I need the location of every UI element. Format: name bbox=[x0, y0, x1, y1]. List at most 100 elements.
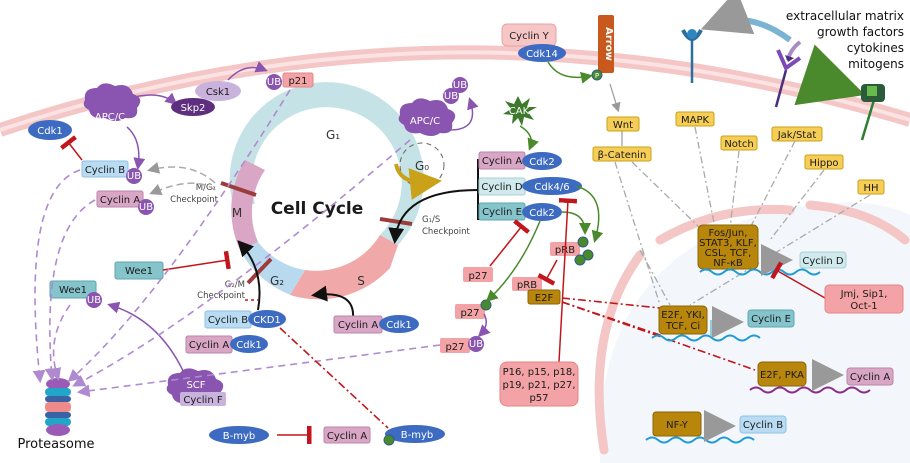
g0-exit-arrow bbox=[394, 163, 442, 200]
phase-m-arc bbox=[231, 160, 265, 250]
notch-label: Notch bbox=[724, 139, 753, 150]
hh-label: HH bbox=[863, 183, 878, 194]
phase-g2-label: G₂ bbox=[270, 274, 284, 288]
e2f-label: E2F bbox=[535, 293, 554, 304]
repressor-label-0: Jmj, Sip1, bbox=[840, 289, 888, 300]
mapk-label: MAPK bbox=[681, 115, 709, 126]
svg-text:UB: UB bbox=[453, 80, 467, 91]
repressor-label-1: Oct-1 bbox=[850, 301, 877, 312]
cki-label-2: p57 bbox=[529, 393, 548, 404]
cdk14-label: Cdk14 bbox=[526, 49, 558, 60]
arrow-phospho-label: P bbox=[595, 72, 599, 80]
cyclin-y-label: Cyclin Y bbox=[509, 31, 549, 42]
cdk14-ellipse bbox=[518, 44, 566, 62]
signal-arrow-blue bbox=[700, 0, 792, 43]
svg-text:UB: UB bbox=[127, 171, 141, 182]
jak-stat-label: Jak/Stat bbox=[777, 130, 817, 141]
prb-label: pRB bbox=[517, 280, 537, 291]
cell-cycle-title: Cell Cycle bbox=[271, 199, 364, 219]
wnt-label: Wnt bbox=[613, 120, 633, 131]
extracellular-signals: extracellular matrix growth factors cyto… bbox=[681, 0, 904, 141]
dna-cyclin-d bbox=[699, 268, 821, 276]
g1s-checkpoint-bar bbox=[379, 217, 413, 226]
signaling-pathways: Wnt β-Catenin MAPK Notch Jak/Stat Hippo … bbox=[592, 111, 885, 306]
g1s-checkpoint-label-1: Checkpoint bbox=[422, 227, 470, 237]
cyclin-f-label: Cyclin F bbox=[183, 395, 222, 406]
cak-star bbox=[503, 96, 537, 126]
nucleus-cyclin-e-label: Cyclin E bbox=[751, 314, 791, 325]
cyclin-d-cdk46-cyclin: Cyclin D bbox=[481, 182, 522, 193]
phase-g1-label: G₁ bbox=[326, 128, 340, 142]
g2m-checkpoint-label-0: G₂/M bbox=[225, 280, 245, 290]
phase-s-arc bbox=[290, 235, 398, 300]
g2m-complexes: Cyclin B CKD1 Cyclin A Cdk1 Cyclin A Cdk… bbox=[185, 310, 419, 354]
nucleus-cyclin-a-label: Cyclin A bbox=[850, 372, 890, 383]
apc-right-label: APC/C bbox=[410, 116, 440, 127]
tf-fos-label-3: NF-κB bbox=[713, 258, 743, 269]
bmyb-right-label: B-myb bbox=[401, 430, 433, 441]
cyclin-a-cdk1-bottom-cdk: Cdk1 bbox=[386, 320, 411, 331]
svg-text:UB: UB bbox=[444, 91, 458, 102]
cyclin-a-cdk1-bottom-cyclin: Cyclin A bbox=[338, 320, 378, 331]
phase-s-label: S bbox=[357, 274, 365, 288]
bmyb-left-label: B-myb bbox=[223, 431, 255, 442]
receptor-green-icon bbox=[860, 84, 885, 141]
cyclin-b-ckd1-cdk: CKD1 bbox=[253, 315, 281, 326]
g1s-complexes: Cyclin A Cdk2 Cyclin D Cdk4/6 Cyclin E C… bbox=[477, 96, 582, 221]
receptor-blue-icon bbox=[681, 29, 703, 83]
cyclin-a-cdk2-cdk: Cdk2 bbox=[529, 157, 554, 168]
phase-m-label: M bbox=[232, 206, 242, 220]
hippo-label: Hippo bbox=[809, 158, 838, 169]
mg1-checkpoint-label-1: Checkpoint bbox=[170, 195, 218, 205]
tf-e2f-label-1: TCF, Ci bbox=[665, 321, 700, 332]
cyclin-e-cdk2-cyclin: Cyclin E bbox=[482, 207, 522, 218]
dna-cyclin-b bbox=[645, 436, 755, 444]
bmyb-region: B-myb Cyclin A B-myb bbox=[209, 299, 445, 446]
nucleus-cyclin-d-label: Cyclin D bbox=[802, 256, 843, 267]
cak-label: CAK bbox=[509, 106, 530, 117]
g0-circle bbox=[399, 142, 445, 188]
tf-pka-label: E2F, PKA bbox=[760, 370, 804, 381]
svg-text:UB: UB bbox=[267, 77, 281, 88]
bmyb-cyclin-a-label: Cyclin A bbox=[327, 431, 367, 442]
cyclin-a-cdk1-left-cyclin: Cyclin A bbox=[189, 340, 229, 351]
arrow-label: Arrow bbox=[603, 27, 614, 61]
p27-phospho-label: p27 bbox=[460, 308, 479, 319]
proteasome-label: Proteasome bbox=[17, 437, 94, 452]
p27-label: p27 bbox=[468, 271, 487, 282]
nucleus-cyclin-b-label: Cyclin B bbox=[743, 420, 783, 431]
tf-fos-label-1: STAT3, KLF, bbox=[699, 238, 757, 249]
g1s-checkpoint-label-0: G₁/S bbox=[422, 215, 440, 225]
cyclin-a-cdk2-cyclin: Cyclin A bbox=[482, 156, 522, 167]
cyclin-b-ub-label: Cyclin B bbox=[85, 165, 125, 176]
wee1-label: Wee1 bbox=[125, 266, 153, 277]
cdk1-label: Cdk1 bbox=[37, 126, 62, 137]
ubiquitination: Cdk1 APC/C Skp2 Csk1 UB p21 Cyclin B UB … bbox=[17, 61, 479, 452]
svg-text:UB: UB bbox=[87, 295, 101, 306]
cyclin-a-cdk1-left-cdk: Cdk1 bbox=[236, 340, 261, 351]
dna-cyclin-a bbox=[749, 386, 871, 394]
cki-label-0: P16, p15, p18, bbox=[503, 367, 576, 378]
g2m-checkpoint-label-1: Checkpoint bbox=[197, 291, 245, 301]
ext-label-2: cytokines bbox=[847, 41, 904, 55]
phase-g2-arc bbox=[240, 242, 305, 298]
tf-fos-label-0: Fos/Jun, bbox=[709, 228, 748, 239]
svg-text:UB: UB bbox=[139, 202, 153, 213]
tf-fos-label-2: CSL, TCF, bbox=[705, 248, 752, 259]
g2m-checkpoint-bar bbox=[246, 257, 273, 285]
p27-ub-label: p27 bbox=[445, 342, 464, 353]
svg-text:UB: UB bbox=[469, 339, 483, 350]
cell-cycle-ring: Cell Cycle G₁ S G₂ M G₀ M/G₁ Checkpoint … bbox=[170, 82, 479, 319]
tf-nfy-label: NF-Y bbox=[666, 420, 689, 431]
dna-cyclin-e bbox=[651, 334, 761, 342]
ext-label-3: mitogens bbox=[848, 57, 904, 71]
cyclin-e-cdk2-cdk: Cdk2 bbox=[529, 208, 554, 219]
beta-catenin-label: β-Catenin bbox=[598, 150, 647, 161]
signal-arrow-green bbox=[794, 44, 866, 106]
scf-label: SCF bbox=[186, 380, 205, 391]
proteasome-icon bbox=[45, 378, 71, 436]
csk1-label: Csk1 bbox=[206, 87, 230, 98]
p21-label: p21 bbox=[288, 76, 307, 87]
wee1-ub-label: Wee1 bbox=[59, 285, 87, 296]
ext-label-1: growth factors bbox=[817, 25, 904, 39]
